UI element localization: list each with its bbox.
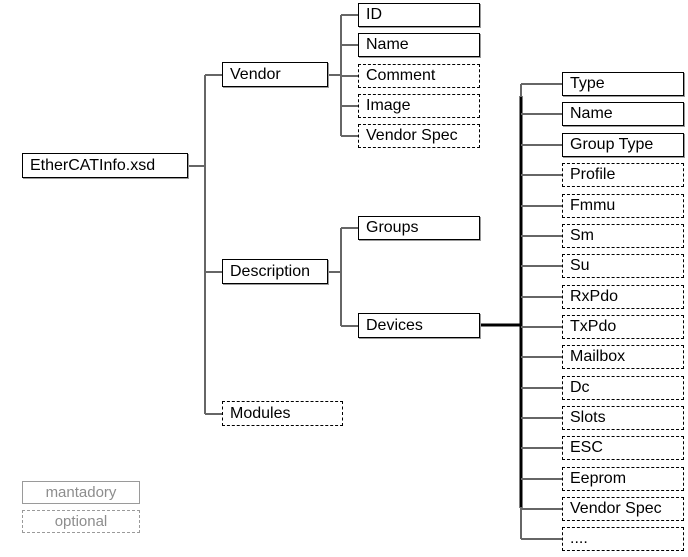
node-label: Name bbox=[366, 36, 409, 53]
node-label: Slots bbox=[570, 409, 606, 426]
edge-group-devices-trunk bbox=[480, 96, 523, 508]
node-dev_more[interactable]: .... bbox=[562, 527, 684, 551]
node-label: TxPdo bbox=[570, 318, 617, 335]
legend-mandatory: mantadory bbox=[22, 481, 140, 504]
node-label: Fmmu bbox=[570, 197, 616, 214]
node-label: Group Type bbox=[570, 136, 654, 153]
legend-label: mantadory bbox=[45, 484, 117, 501]
node-label: EtherCATInfo.xsd bbox=[30, 156, 156, 174]
node-dev_name[interactable]: Name bbox=[562, 102, 684, 126]
node-label: Profile bbox=[570, 166, 616, 183]
node-v_comment[interactable]: Comment bbox=[358, 64, 480, 88]
node-dev_profile[interactable]: Profile bbox=[562, 163, 684, 187]
node-label: Image bbox=[366, 97, 411, 114]
node-label: Comment bbox=[366, 67, 436, 84]
node-dev_group[interactable]: Group Type bbox=[562, 133, 684, 157]
node-label: Vendor Spec bbox=[570, 500, 662, 517]
node-label: Groups bbox=[366, 219, 419, 236]
node-dev_esc[interactable]: ESC bbox=[562, 436, 684, 460]
node-v_image[interactable]: Image bbox=[358, 94, 480, 118]
node-label: Devices bbox=[366, 316, 423, 334]
node-label: RxPdo bbox=[570, 288, 619, 305]
node-label: Mailbox bbox=[570, 348, 626, 365]
node-dev_slots[interactable]: Slots bbox=[562, 406, 684, 430]
node-label: ID bbox=[366, 6, 382, 23]
node-description[interactable]: Description bbox=[222, 259, 328, 284]
node-modules[interactable]: Modules bbox=[222, 401, 343, 426]
node-dev_txpdo[interactable]: TxPdo bbox=[562, 315, 684, 339]
edge-group-description bbox=[328, 227, 358, 327]
node-label: ESC bbox=[570, 439, 603, 456]
node-label: Vendor bbox=[230, 65, 281, 83]
node-label: Name bbox=[570, 105, 613, 122]
node-dev_mailbox[interactable]: Mailbox bbox=[562, 345, 684, 369]
node-label: Type bbox=[570, 75, 605, 92]
node-dev_fmmu[interactable]: Fmmu bbox=[562, 194, 684, 218]
node-dev_dc[interactable]: Dc bbox=[562, 376, 684, 400]
node-dev_vspec[interactable]: Vendor Spec bbox=[562, 497, 684, 521]
node-label: Su bbox=[570, 257, 590, 274]
node-dev_type[interactable]: Type bbox=[562, 72, 684, 96]
node-label: Eeprom bbox=[570, 470, 627, 487]
legend-label: optional bbox=[54, 513, 108, 530]
node-label: Modules bbox=[230, 404, 291, 422]
node-label: Sm bbox=[570, 227, 594, 244]
node-label: Dc bbox=[570, 379, 590, 396]
node-dev_rxpdo[interactable]: RxPdo bbox=[562, 285, 684, 309]
node-root[interactable]: EtherCATInfo.xsd bbox=[22, 153, 188, 178]
edge-group-devices-branches bbox=[520, 83, 562, 540]
node-v_id[interactable]: ID bbox=[358, 3, 480, 27]
node-v_vspec[interactable]: Vendor Spec bbox=[358, 124, 480, 148]
node-dev_sm[interactable]: Sm bbox=[562, 224, 684, 248]
edge-group-root bbox=[188, 74, 222, 415]
edge-group-vendor bbox=[328, 14, 358, 137]
node-d_devices[interactable]: Devices bbox=[358, 313, 480, 338]
node-dev_su[interactable]: Su bbox=[562, 254, 684, 278]
node-v_name[interactable]: Name bbox=[358, 33, 480, 57]
node-label: Vendor Spec bbox=[366, 127, 458, 144]
node-d_groups[interactable]: Groups bbox=[358, 216, 480, 240]
node-dev_eeprom[interactable]: Eeprom bbox=[562, 467, 684, 491]
node-label: Description bbox=[230, 262, 311, 280]
node-vendor[interactable]: Vendor bbox=[222, 62, 328, 87]
node-label: .... bbox=[570, 530, 588, 547]
legend-optional: optional bbox=[22, 510, 140, 533]
